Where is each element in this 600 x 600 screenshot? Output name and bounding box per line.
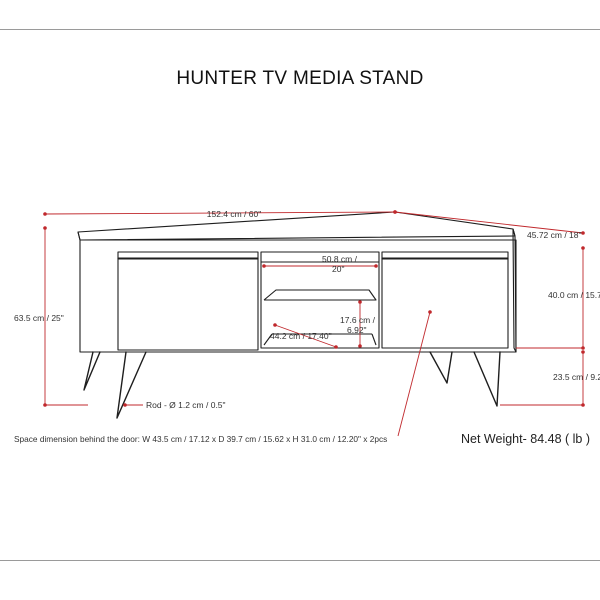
right-door <box>381 257 509 349</box>
space-note-leader-dot <box>428 310 432 314</box>
width-label: 152.4 cm / 60" <box>207 209 262 219</box>
left-door <box>117 257 259 351</box>
center-width-label-line2: 20" <box>332 264 344 274</box>
shelf-height-label-line2: 6.92" <box>347 325 367 335</box>
dimension-labels: 152.4 cm / 60" 45.72 cm / 18" 63.5 cm / … <box>14 209 600 410</box>
space-note-leader-line <box>397 311 431 437</box>
rod-label: Rod - Ø 1.2 cm / 0.5" <box>146 400 226 410</box>
leg-back-left <box>116 351 147 419</box>
hairpin-legs <box>83 351 501 419</box>
page-title: HUNTER TV MEDIA STAND <box>176 68 424 89</box>
leg-front-right <box>473 351 501 407</box>
leader-lines <box>45 310 583 437</box>
leg-height-label: 23.5 cm / 9.2 <box>553 372 600 382</box>
stand-front-body <box>79 239 517 353</box>
shelf-depth-dimension-line <box>273 323 338 349</box>
leg-front-left <box>83 351 101 391</box>
width-dimension-line <box>43 210 397 216</box>
shelf-depth-label: 44.2 cm / 17.40" <box>270 331 332 341</box>
dimension-lines <box>43 210 585 407</box>
right-door-lip <box>381 251 509 260</box>
center-width-label-line1: 50.8 cm / <box>322 254 358 264</box>
space-dimension-note: Space dimension behind the door: W 43.5 … <box>14 434 388 444</box>
body-height-label: 40.0 cm / 15.7 <box>548 290 600 300</box>
depth-label: 45.72 cm / 18" <box>527 230 582 240</box>
stand-top-surface <box>77 211 516 241</box>
rod-leader-dot <box>123 403 127 407</box>
leg-back-right <box>429 351 453 384</box>
depth-dimension-line <box>393 210 585 235</box>
media-stand-drawing <box>77 211 517 419</box>
center-shelf <box>263 289 377 301</box>
left-door-lip <box>117 251 259 260</box>
top-border-line <box>0 29 600 30</box>
total-height-label: 63.5 cm / 25" <box>14 313 64 323</box>
net-weight: Net Weight- 84.48 ( lb ) <box>461 432 590 446</box>
bottom-border-line <box>0 560 600 561</box>
shelf-height-label-line1: 17.6 cm / <box>340 315 376 325</box>
